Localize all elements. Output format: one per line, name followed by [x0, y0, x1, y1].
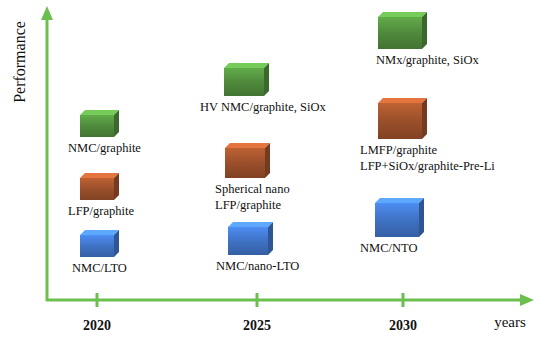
battery-cell: NMC/nano-LTO: [216, 222, 299, 275]
battery-cell: NMC/NTO: [360, 198, 425, 257]
battery-front: [228, 227, 268, 255]
battery-cell: LFP/graphite: [68, 173, 134, 220]
tick-label: 2020: [83, 318, 111, 334]
battery-top: [378, 12, 427, 17]
battery-icon: [378, 98, 428, 140]
battery-icon: [378, 12, 428, 50]
battery-top: [228, 222, 273, 227]
cell-chemistry-label: LMFP/graphite LFP+SiOx/graphite-Pre-Li: [360, 143, 530, 174]
battery-front: [224, 68, 264, 96]
cell-chemistry-label: LFP/graphite: [68, 204, 134, 220]
arrow-head: [41, 6, 53, 20]
battery-side: [422, 12, 427, 49]
battery-icon: [80, 230, 120, 258]
battery-side: [114, 230, 119, 257]
battery-front: [80, 235, 114, 257]
battery-top: [378, 98, 427, 103]
cell-chemistry-label: NMC/graphite: [68, 141, 141, 157]
tick-label: 2025: [243, 318, 271, 334]
battery-front: [225, 148, 265, 178]
battery-front: [80, 178, 114, 200]
battery-front: [375, 203, 419, 237]
battery-icon: [375, 198, 425, 238]
battery-icon: [80, 110, 120, 138]
battery-side: [264, 63, 269, 96]
battery-top: [224, 63, 269, 68]
battery-cell: LMFP/graphite LFP+SiOx/graphite-Pre-Li: [360, 98, 530, 174]
axis-title: years: [494, 314, 526, 331]
battery-front: [80, 115, 114, 137]
battery-side: [114, 173, 119, 200]
battery-top: [225, 143, 270, 148]
battery-icon: [80, 173, 120, 201]
y-axis: [46, 18, 49, 301]
axis-title: Performance: [11, 21, 29, 103]
battery-side: [268, 222, 273, 255]
battery-side: [419, 198, 424, 237]
battery-top: [80, 173, 119, 178]
cell-chemistry-label: HV NMC/graphite, SiOx: [200, 100, 326, 116]
tick: [96, 293, 99, 307]
battery-cell: NMC/LTO: [72, 230, 127, 277]
cell-chemistry-label: NMC/NTO: [360, 241, 425, 257]
battery-cell: Spherical nano LFP/graphite: [215, 143, 315, 213]
battery-side: [265, 143, 270, 178]
cell-chemistry-label: Spherical nano LFP/graphite: [215, 182, 315, 213]
arrow-head: [520, 294, 534, 306]
tick: [256, 293, 259, 307]
battery-top: [80, 230, 119, 235]
cell-chemistry-label: NMC/LTO: [72, 261, 127, 277]
battery-icon: [225, 143, 271, 179]
battery-front: [378, 17, 422, 49]
battery-top: [80, 110, 119, 115]
tick: [402, 293, 405, 307]
battery-cell: HV NMC/graphite, SiOx: [200, 63, 326, 116]
cell-chemistry-label: NMx/graphite, SiOx: [376, 53, 479, 69]
x-axis: [46, 299, 522, 302]
battery-cell: NMC/graphite: [68, 110, 141, 157]
battery-front: [378, 103, 422, 139]
cell-chemistry-label: NMC/nano-LTO: [216, 259, 299, 275]
battery-side: [114, 110, 119, 137]
battery-top: [375, 198, 424, 203]
battery-side: [422, 98, 427, 139]
battery-cell: NMx/graphite, SiOx: [376, 12, 479, 69]
battery-icon: [224, 63, 270, 97]
tick-label: 2030: [389, 318, 417, 334]
battery-icon: [228, 222, 274, 256]
